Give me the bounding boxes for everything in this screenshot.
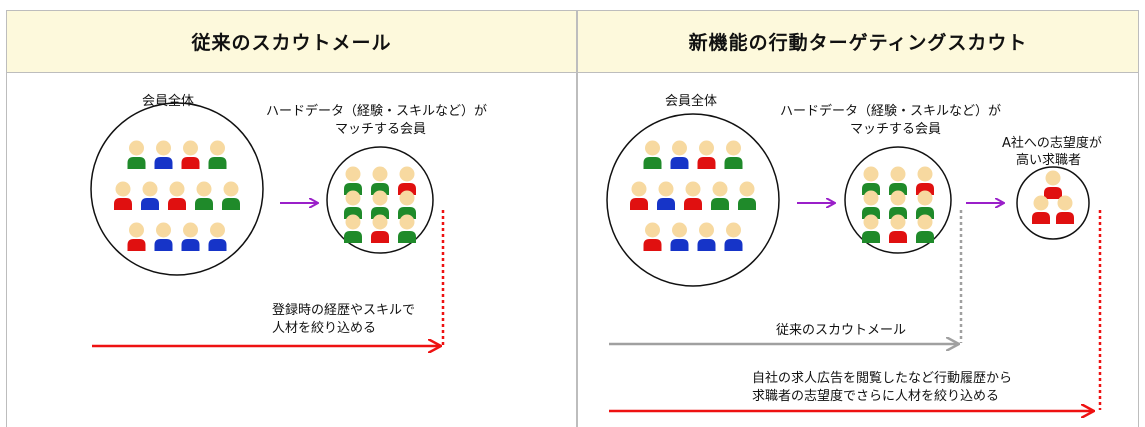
matched-members-people xyxy=(862,166,934,243)
person-icon xyxy=(724,140,743,169)
person-icon xyxy=(1056,195,1074,224)
person-icon xyxy=(398,214,416,243)
high-intent-label-line2: 高い求職者 xyxy=(1016,153,1082,168)
person-icon xyxy=(684,181,702,210)
person-icon xyxy=(697,140,716,169)
person-icon xyxy=(181,222,200,251)
person-icon xyxy=(670,140,689,169)
person-icon xyxy=(670,222,689,251)
narrow-label-line1: 登録時の経歴やスキルで xyxy=(272,303,416,318)
hard-data-label-line2: マッチする会員 xyxy=(335,122,427,137)
right-panel: 新機能の行動ターゲティングスカウト xyxy=(577,10,1139,427)
all-members-label: 会員全体 xyxy=(665,94,718,109)
high-intent-label-line1: A社への志望度が xyxy=(1002,136,1102,151)
person-icon xyxy=(344,214,362,243)
person-icon xyxy=(724,222,743,251)
all-members-people xyxy=(630,140,756,251)
person-icon xyxy=(711,181,729,210)
person-icon xyxy=(127,140,146,169)
behavior-label-line2: 求職者の志望度でさらに人材を絞り込める xyxy=(752,389,1000,404)
person-icon xyxy=(222,181,240,210)
left-panel-title: 従来のスカウトメール xyxy=(7,11,576,73)
hard-data-label-line1: ハードデータ（経験・スキルなど）が xyxy=(780,104,1002,119)
person-icon xyxy=(168,181,186,210)
hard-data-label-line1: ハードデータ（経験・スキルなど）が xyxy=(266,104,488,119)
person-icon xyxy=(643,140,662,169)
person-icon xyxy=(371,214,389,243)
traditional-scout-label: 従来のスカウトメール xyxy=(776,323,907,338)
person-icon xyxy=(181,140,200,169)
person-icon xyxy=(916,214,934,243)
person-icon xyxy=(697,222,716,251)
person-icon xyxy=(643,222,662,251)
person-icon xyxy=(114,181,132,210)
person-icon xyxy=(657,181,675,210)
hard-data-label-line2: マッチする会員 xyxy=(850,122,942,137)
person-icon xyxy=(195,181,213,210)
behavior-label-line1: 自社の求人広告を閲覧したなど行動履歴から xyxy=(752,371,1013,386)
matched-members-people xyxy=(344,166,416,243)
person-icon xyxy=(127,222,146,251)
person-icon xyxy=(208,222,227,251)
left-panel: 従来のスカウトメール xyxy=(6,10,577,427)
all-members-people xyxy=(114,140,240,251)
person-icon xyxy=(1044,170,1062,199)
high-intent-people xyxy=(1032,170,1074,224)
person-icon xyxy=(154,222,173,251)
person-icon xyxy=(208,140,227,169)
person-icon xyxy=(141,181,159,210)
person-icon xyxy=(738,181,756,210)
person-icon xyxy=(630,181,648,210)
all-members-label: 会員全体 xyxy=(142,94,195,109)
person-icon xyxy=(154,140,173,169)
person-icon xyxy=(1032,195,1050,224)
right-panel-title: 新機能の行動ターゲティングスカウト xyxy=(578,11,1138,73)
person-icon xyxy=(889,214,907,243)
person-icon xyxy=(862,214,880,243)
narrow-label-line2: 人材を絞り込める xyxy=(272,321,377,336)
